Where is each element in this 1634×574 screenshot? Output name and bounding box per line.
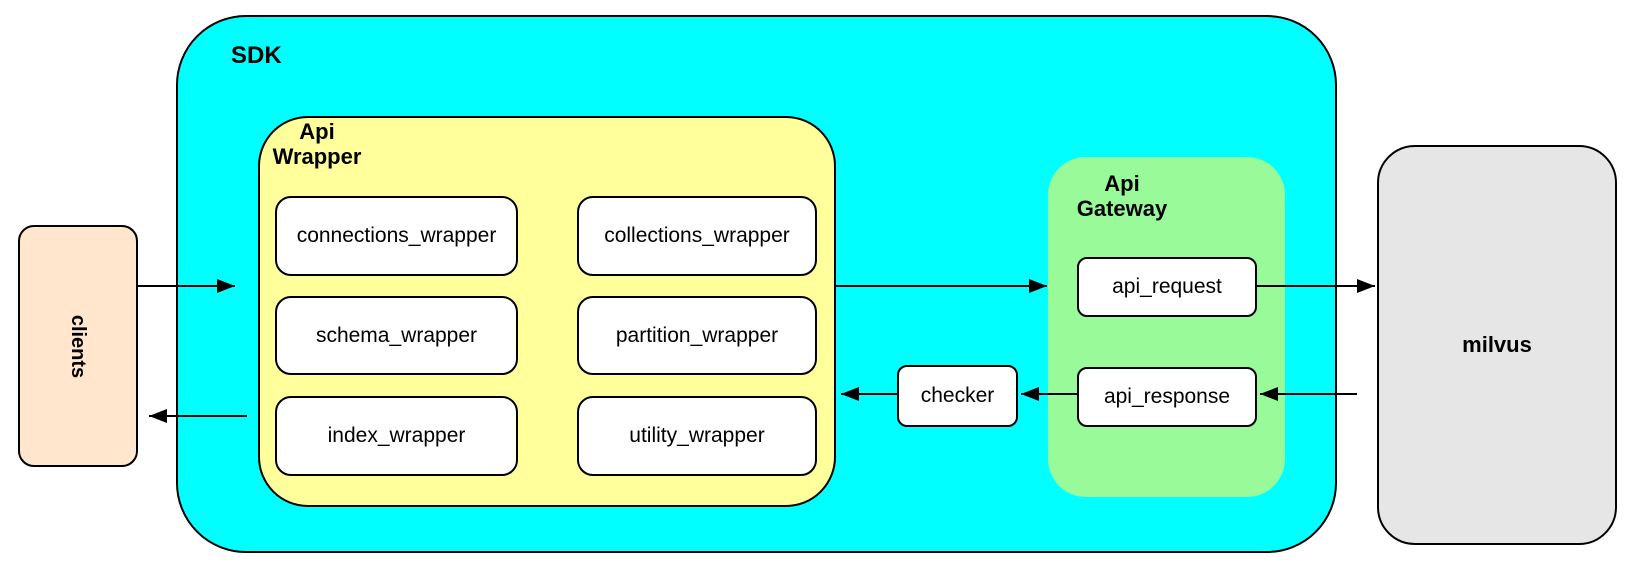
api-gateway-label: Api Gateway: [1047, 171, 1197, 221]
api-wrapper-label-line1: Api: [299, 119, 335, 144]
module-partition-wrapper: partition_wrapper: [577, 296, 817, 375]
checker-label: checker: [920, 384, 995, 407]
module-label: collections_wrapper: [604, 224, 790, 247]
api-request-label: api_request: [1112, 275, 1222, 298]
api-gateway-container: [1048, 157, 1285, 497]
module-schema-wrapper: schema_wrapper: [275, 296, 518, 375]
api-response-label: api_response: [1103, 385, 1231, 408]
api-wrapper-label-line2: Wrapper: [272, 144, 362, 169]
milvus-label: milvus: [1462, 332, 1532, 357]
module-connections-wrapper: connections_wrapper: [275, 196, 518, 276]
clients-box: clients: [18, 225, 138, 467]
api-request-box: api_request: [1077, 257, 1257, 317]
module-label: connections_wrapper: [296, 224, 497, 247]
module-label: partition_wrapper: [615, 323, 779, 347]
module-utility-wrapper: utility_wrapper: [577, 396, 817, 476]
api-wrapper-label: Api Wrapper: [257, 119, 377, 169]
module-label: index_wrapper: [327, 424, 466, 447]
module-label: utility_wrapper: [629, 424, 765, 447]
checker-box: checker: [897, 365, 1018, 427]
milvus-box: milvus: [1377, 145, 1617, 545]
module-collections-wrapper: collections_wrapper: [577, 196, 817, 276]
sdk-label: SDK: [231, 42, 282, 69]
api-gateway-label-line2: Gateway: [1076, 196, 1168, 221]
api-response-box: api_response: [1077, 367, 1257, 427]
module-label: schema_wrapper: [315, 323, 478, 347]
module-index-wrapper: index_wrapper: [275, 396, 518, 476]
clients-label: clients: [67, 314, 90, 378]
api-gateway-label-line1: Api: [1104, 171, 1140, 196]
